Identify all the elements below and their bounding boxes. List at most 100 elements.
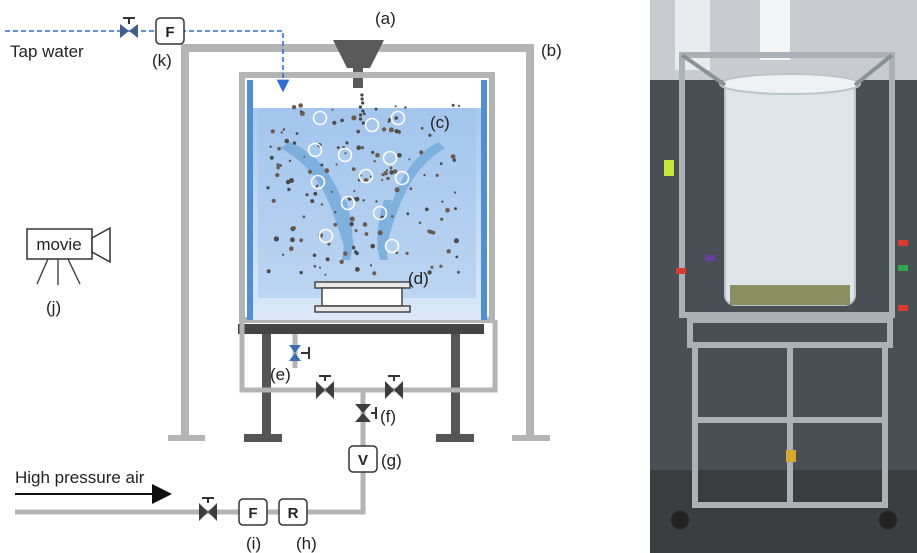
particle — [299, 238, 304, 243]
label-b: (b) — [541, 41, 562, 60]
particle — [362, 222, 368, 227]
particle — [320, 203, 324, 206]
air-bubbles — [307, 110, 410, 254]
particle — [388, 118, 392, 122]
particle — [331, 108, 334, 111]
particle — [377, 230, 383, 236]
tap-water-line: F — [5, 17, 290, 93]
particle — [330, 190, 333, 193]
particle — [355, 267, 360, 272]
particle — [313, 191, 318, 196]
particle — [281, 253, 285, 256]
particle — [291, 105, 297, 110]
particle — [320, 163, 324, 167]
particle-hopper — [333, 40, 384, 88]
particle — [354, 250, 358, 254]
air-diffuser — [314, 281, 411, 313]
particle — [386, 176, 390, 181]
particle — [356, 145, 362, 150]
particle — [305, 193, 309, 197]
particle — [371, 150, 375, 154]
particle — [372, 271, 377, 276]
particle — [332, 120, 337, 125]
particle — [358, 117, 363, 121]
particle — [362, 112, 366, 116]
particle — [446, 249, 451, 254]
particles — [266, 93, 461, 276]
particle — [387, 120, 390, 123]
valve-box-text: V — [358, 452, 368, 469]
particle — [273, 236, 279, 242]
particle — [419, 150, 424, 155]
distribution-valves — [316, 375, 403, 399]
label-f: (f) — [380, 407, 396, 426]
particle — [334, 211, 337, 214]
experimental-setup-schematic: V F R F movie Tap water High pressure ai… — [5, 9, 562, 553]
particle — [428, 133, 432, 137]
particle — [408, 158, 411, 161]
bubble — [382, 150, 398, 166]
drain-valve — [289, 334, 310, 368]
particle — [336, 146, 340, 150]
particle — [339, 259, 344, 264]
particle — [457, 270, 460, 274]
particle — [269, 145, 272, 148]
particle — [299, 110, 302, 113]
label-c: (c) — [430, 113, 450, 132]
particle — [279, 164, 282, 167]
flow-arrows — [280, 142, 445, 260]
pressure-regulator: R — [278, 498, 308, 526]
particle — [385, 169, 389, 172]
particle — [361, 109, 365, 113]
label-g: (g) — [381, 451, 402, 470]
particle — [381, 178, 384, 182]
particle — [389, 166, 393, 170]
particle — [302, 215, 306, 219]
flow-meter-top — [155, 17, 185, 45]
particle — [375, 200, 378, 203]
particle — [435, 173, 439, 177]
particle — [310, 199, 315, 204]
air-line-valve — [199, 497, 217, 521]
particle — [307, 169, 313, 174]
particle — [453, 238, 459, 244]
bubble — [310, 174, 326, 190]
tap-water-label: Tap water — [10, 42, 84, 61]
particle — [276, 166, 280, 170]
label-e: (e) — [270, 365, 291, 384]
bubble — [318, 228, 334, 244]
particle — [353, 190, 356, 193]
particle — [271, 198, 276, 203]
particle — [351, 167, 356, 172]
particle — [428, 229, 433, 235]
particle — [427, 270, 432, 275]
particle — [375, 152, 380, 158]
particle — [292, 141, 297, 145]
particle — [340, 118, 344, 123]
movie-camera-icon: movie — [26, 226, 111, 285]
regulator-text: R — [288, 505, 299, 522]
particle — [356, 129, 361, 134]
particle — [358, 105, 362, 109]
particle — [454, 207, 457, 211]
particle — [319, 266, 321, 269]
particle — [439, 162, 443, 166]
particle — [374, 107, 378, 111]
particle — [344, 152, 347, 155]
particle — [369, 264, 373, 267]
particle — [335, 163, 338, 166]
label-j: (j) — [46, 298, 61, 317]
particle — [394, 187, 400, 193]
particle — [420, 126, 424, 130]
control-valve-box: V — [348, 445, 378, 473]
particle — [266, 186, 270, 190]
particle — [327, 242, 331, 246]
particle — [290, 237, 295, 243]
particle — [285, 179, 291, 185]
particle — [343, 251, 348, 256]
particle — [418, 221, 422, 225]
particle — [276, 163, 280, 167]
particle — [409, 187, 413, 191]
apparatus-photo — [650, 0, 917, 553]
particle — [405, 251, 409, 255]
